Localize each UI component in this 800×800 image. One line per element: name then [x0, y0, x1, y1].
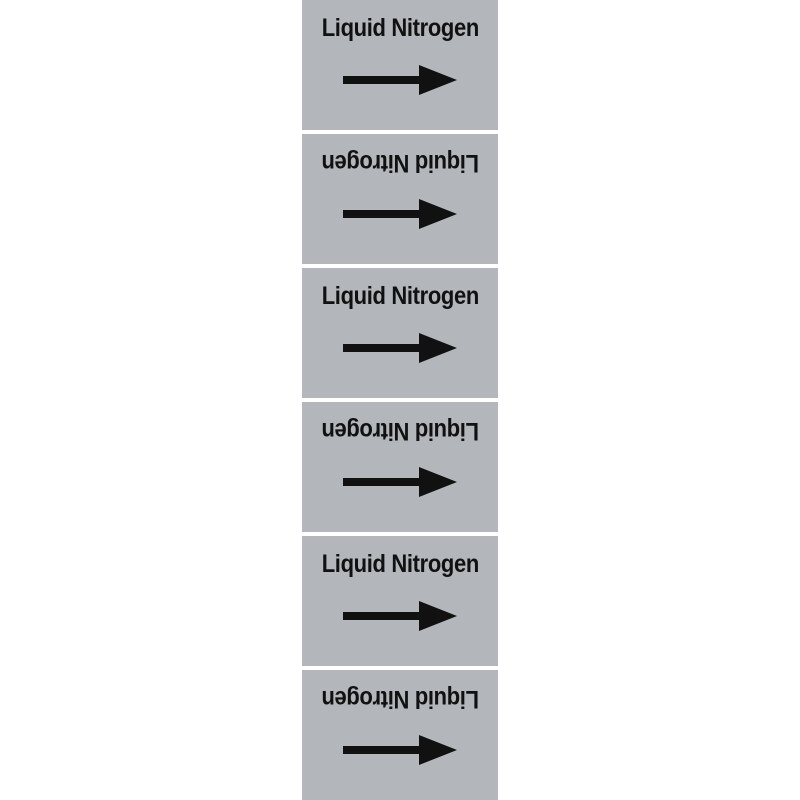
marker-panel-content: Liquid Nitrogen: [302, 670, 498, 800]
marker-panel: Liquid Nitrogen: [302, 268, 498, 402]
marker-panel-content: Liquid Nitrogen: [302, 402, 498, 532]
arrow-right-icon: [341, 733, 459, 767]
marker-label-text: Liquid Nitrogen: [321, 417, 479, 445]
marker-panel: Liquid Nitrogen: [302, 536, 498, 670]
marker-label-text: Liquid Nitrogen: [321, 685, 479, 713]
arrow-right-icon: [341, 465, 459, 499]
arrow-right-icon: [341, 197, 459, 231]
marker-panel: Liquid Nitrogen: [302, 670, 498, 800]
marker-panel: Liquid Nitrogen: [302, 0, 498, 134]
marker-panel: Liquid Nitrogen: [302, 402, 498, 536]
marker-panel-content: Liquid Nitrogen: [302, 268, 498, 398]
arrow-right-icon: [341, 63, 459, 97]
marker-label-text: Liquid Nitrogen: [321, 149, 479, 177]
marker-panel-content: Liquid Nitrogen: [302, 0, 498, 130]
marker-label-text: Liquid Nitrogen: [321, 282, 479, 310]
arrow-right-icon: [341, 599, 459, 633]
marker-panel: Liquid Nitrogen: [302, 134, 498, 268]
label-strip: Liquid Nitrogen Liquid Nitrogen: [302, 0, 498, 800]
arrow-right-icon: [341, 331, 459, 365]
marker-label-text: Liquid Nitrogen: [321, 14, 479, 42]
marker-panel-content: Liquid Nitrogen: [302, 134, 498, 264]
marker-panel-content: Liquid Nitrogen: [302, 536, 498, 666]
marker-label-text: Liquid Nitrogen: [321, 550, 479, 578]
